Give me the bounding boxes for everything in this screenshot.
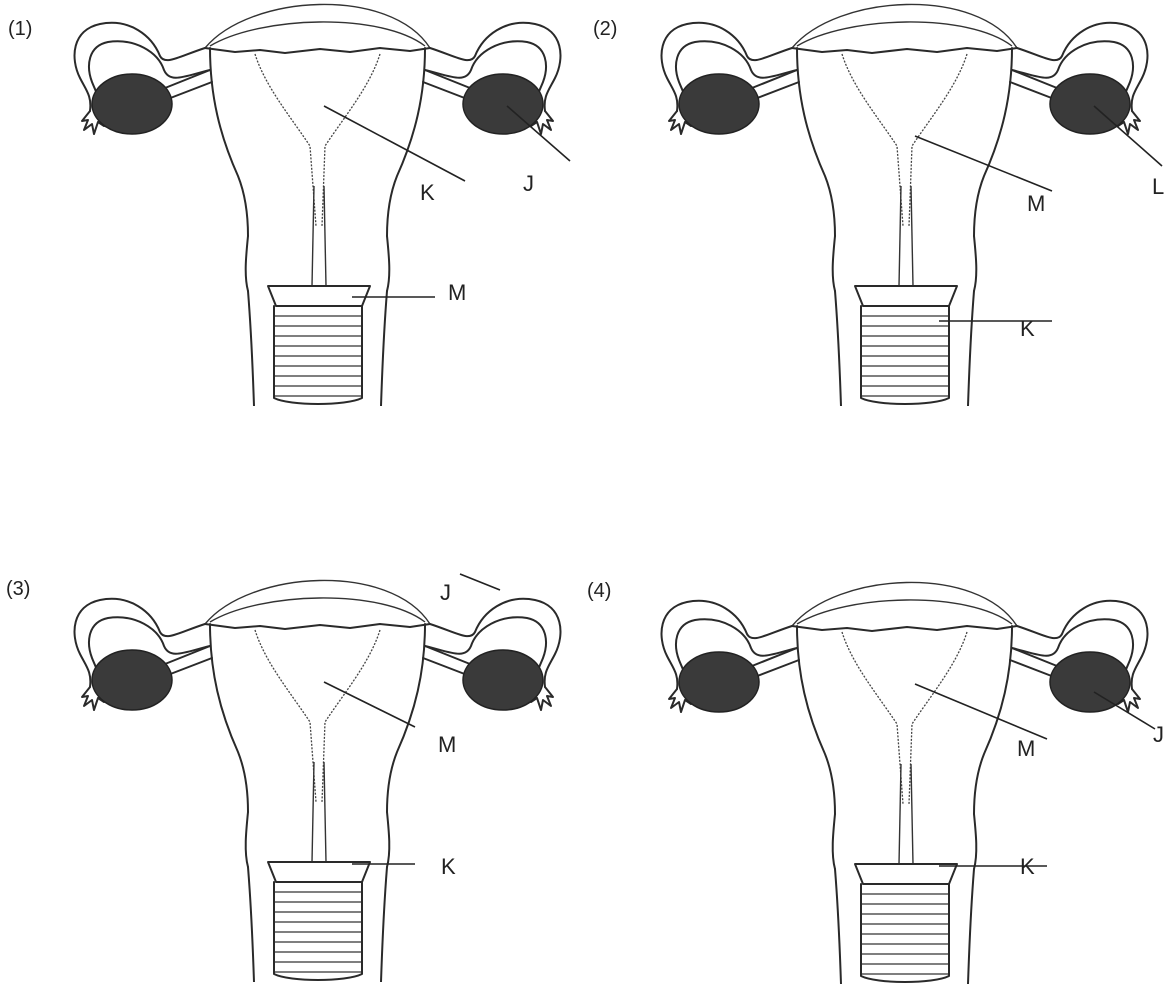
option-panel-1[interactable]: (1) K J M — [0, 0, 587, 476]
option-panel-4[interactable]: (4) M J K — [587, 476, 1174, 952]
panel-number: (3) — [6, 578, 30, 601]
label-m: M — [448, 282, 466, 304]
panel-number: (1) — [8, 18, 32, 41]
label-j: J — [523, 173, 534, 195]
reproductive-diagram — [647, 564, 1167, 984]
label-l: L — [1152, 176, 1164, 198]
label-k: K — [1020, 318, 1035, 340]
panel-number: (2) — [593, 18, 617, 41]
label-j: J — [440, 582, 451, 604]
label-m: M — [1027, 193, 1045, 215]
label-j: J — [1153, 724, 1164, 746]
label-m: M — [1017, 738, 1035, 760]
panel-number: (4) — [587, 580, 611, 603]
option-panel-2[interactable]: (2) M L K — [587, 0, 1174, 476]
reproductive-diagram — [60, 0, 580, 406]
label-m: M — [438, 734, 456, 756]
reproductive-diagram — [647, 0, 1167, 406]
label-k: K — [441, 856, 456, 878]
label-k: K — [1020, 856, 1035, 878]
reproductive-diagram — [60, 562, 580, 982]
label-k: K — [420, 182, 435, 204]
option-panel-3[interactable]: (3) J M K — [0, 476, 587, 952]
